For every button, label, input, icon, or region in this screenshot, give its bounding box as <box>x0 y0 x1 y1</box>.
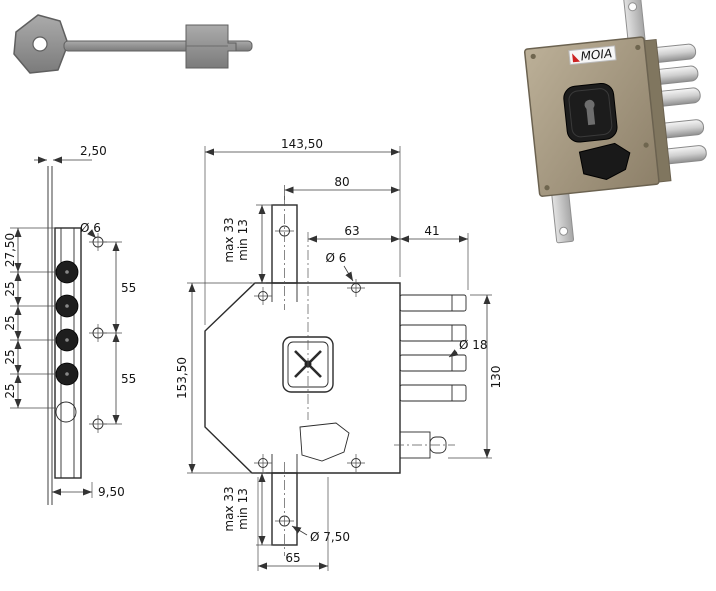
dim-dia6-side: Ø 6 <box>80 221 101 239</box>
key-illustration <box>13 14 253 74</box>
dim-max-min-bottom: max 33 min 13 <box>222 472 273 546</box>
dim-label: Ø 6 <box>326 251 347 265</box>
side-view-drawing: 2,50 Ø 6 27,50 25 25 25 25 <box>3 144 136 505</box>
dim-label: 65 <box>285 551 300 565</box>
knob-center <box>65 270 69 274</box>
body-screw <box>643 142 649 148</box>
keyhole-slot <box>586 104 596 126</box>
dim-80: 80 <box>284 175 400 200</box>
dim-label: 9,50 <box>98 485 125 499</box>
key-bow-hole <box>32 36 48 52</box>
dim-label: min 13 <box>236 219 250 261</box>
deadbolts <box>399 294 467 402</box>
dim-left-chain: 27,50 25 25 25 25 <box>3 227 56 409</box>
dim-65: 65 <box>257 477 329 571</box>
brand-label <box>568 45 617 66</box>
dim-label: 27,50 <box>3 233 17 267</box>
dim-label: 25 <box>3 281 17 296</box>
dim-label: 55 <box>121 372 136 386</box>
dim-143-50: 143,50 <box>204 137 401 325</box>
bracket-bottom-hole <box>559 226 569 236</box>
brand-logo-mark-icon <box>572 53 581 63</box>
dim-label: 25 <box>3 349 17 364</box>
dim-2-50: 2,50 <box>34 144 107 164</box>
dim-label: min 13 <box>236 488 250 530</box>
dim-63: 63 <box>308 224 400 243</box>
dim-9-50: 9,50 <box>52 482 125 499</box>
knob-center <box>65 372 69 376</box>
dim-label: Ø 18 <box>459 338 488 352</box>
dim-label: 25 <box>3 383 17 398</box>
dim-label: Ø 7,50 <box>310 530 350 544</box>
dim-dia7-50: Ø 7,50 <box>291 525 350 544</box>
thumbturn <box>578 142 631 180</box>
knob-center <box>65 304 69 308</box>
bracket-top-hole <box>628 2 638 12</box>
dim-label: 63 <box>344 224 359 238</box>
dim-55-chain: 55 55 <box>104 241 136 425</box>
latch-bolt <box>394 431 455 459</box>
front-view-drawing: 143,50 80 63 41 Ø 6 max 33 min <box>175 137 503 571</box>
body-screw <box>635 44 641 51</box>
dim-41: 41 <box>400 224 469 290</box>
dim-dia18: Ø 18 <box>448 338 488 358</box>
dim-label: 153,50 <box>175 357 189 399</box>
dim-label: max 33 <box>222 217 236 262</box>
body-screw <box>530 53 536 60</box>
dim-label: 2,50 <box>80 144 107 158</box>
dim-label: Ø 6 <box>80 221 101 235</box>
body-screw <box>544 185 550 191</box>
product-photo: MOIA <box>523 0 707 244</box>
dim-label: max 33 <box>222 486 236 531</box>
dim-label: 25 <box>3 315 17 330</box>
dim-dia6: Ø 6 <box>326 251 354 282</box>
dim-label: 41 <box>424 224 439 238</box>
bottom-tab <box>271 472 298 546</box>
latch-cylinder <box>55 401 77 423</box>
body-screw-holes <box>254 279 365 472</box>
dim-label: 55 <box>121 281 136 295</box>
dim-153-50: 153,50 <box>175 282 252 474</box>
dim-130: 130 <box>448 294 503 459</box>
dim-max-min-top: max 33 min 13 <box>222 204 273 284</box>
faceplate <box>54 227 82 479</box>
dim-label: 143,50 <box>281 137 323 151</box>
lock-body-outline <box>204 282 401 474</box>
escutcheon-inner <box>568 88 613 138</box>
dim-label: 130 <box>489 366 503 389</box>
knob-center <box>65 338 69 342</box>
dim-label: 80 <box>334 175 349 189</box>
thumbturn-outline <box>299 422 350 462</box>
brand-logo-text: MOIA <box>580 46 613 63</box>
